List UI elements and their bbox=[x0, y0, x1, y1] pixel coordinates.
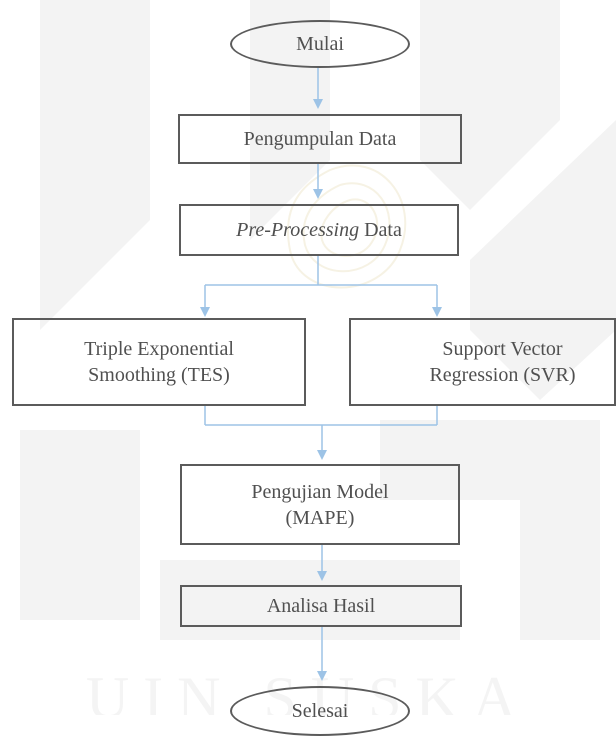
start-terminal: Mulai bbox=[230, 20, 410, 68]
preprocessing-normal: Data bbox=[359, 219, 402, 241]
preprocessing-italic: Pre-Processing bbox=[236, 219, 360, 241]
start-label: Mulai bbox=[296, 33, 344, 55]
tes-label-line2: Smoothing (TES) bbox=[88, 364, 230, 386]
preprocessing-step: Pre-Processing Data bbox=[179, 204, 459, 256]
flow-connectors bbox=[200, 66, 442, 681]
collect-data-label: Pengumpulan Data bbox=[243, 128, 397, 150]
end-terminal: Selesai bbox=[230, 686, 410, 736]
model-testing-line1: Pengujian Model bbox=[251, 480, 389, 503]
end-label: Selesai bbox=[291, 700, 349, 722]
svr-step: Support Vector Regression (SVR) bbox=[349, 318, 616, 406]
svr-label-line2: Regression (SVR) bbox=[429, 364, 576, 386]
collect-data-step: Pengumpulan Data bbox=[178, 114, 462, 164]
model-testing-step: Pengujian Model (MAPE) bbox=[180, 464, 460, 545]
svr-label-line1: Support Vector bbox=[442, 338, 563, 360]
tes-label-line1: Triple Exponential bbox=[84, 338, 234, 360]
model-testing-line2: (MAPE) bbox=[285, 506, 355, 529]
analysis-step: Analisa Hasil bbox=[180, 585, 462, 627]
tes-step: Triple Exponential Smoothing (TES) bbox=[12, 318, 306, 406]
analysis-label: Analisa Hasil bbox=[266, 595, 376, 617]
preprocessing-label: Pre-Processing Data bbox=[236, 217, 402, 243]
